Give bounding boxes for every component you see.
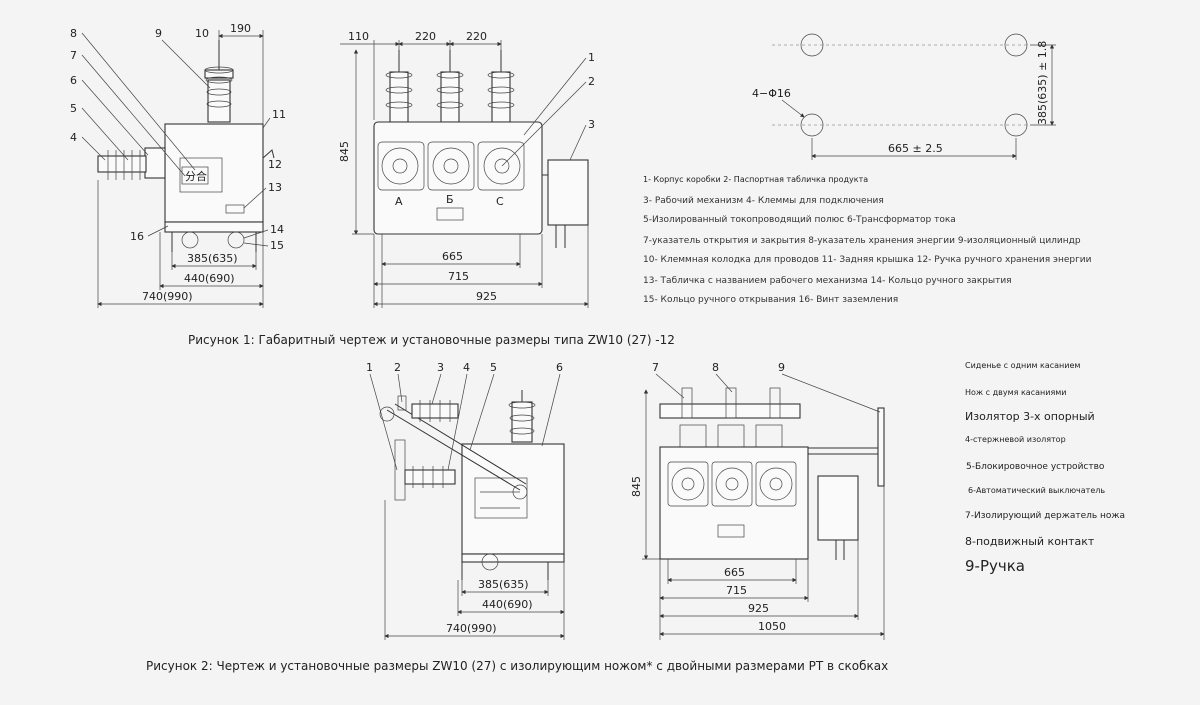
fig2-dim-715: 715 [726,584,747,597]
callout-7: 7 [70,49,77,62]
fig2-side-view: 385(635) 440(690) 740(990) 1 2 3 4 5 6 [366,361,565,640]
callout-10: 10 [195,27,209,40]
dim-925: 925 [476,290,497,303]
fig1-legend-line-6: 13- Табличка с названием рабочего механи… [643,276,1012,286]
fig2-callout-1: 1 [366,361,373,374]
fig2-dim-385-635: 385(635) [478,578,529,591]
dim-110: 110 [348,30,369,43]
fig2-legend-line-7: 7-Изолирующий держатель ножа [965,511,1125,521]
fig1-legend: 1- Корпус коробки 2- Паспортная табличка… [643,175,1092,305]
fig2-callout-5: 5 [490,361,497,374]
callout-11: 11 [272,108,286,121]
fig1-legend-line-7: 15- Кольцо ручного открывания 16- Винт з… [643,295,898,305]
fig2-callout-3: 3 [437,361,444,374]
fig2-legend-line-8: 8-подвижный контакт [965,535,1095,548]
dim-385-635: 385(635) [187,252,238,265]
fig2-callout-7: 7 [652,361,659,374]
mount-dim-vertical: 385(635) ± 1.8 [1036,41,1049,125]
fig1-mounting-plan: 4−Φ16 665 ± 2.5 385(635) ± 1.8 [752,33,1056,160]
fig1-side-callouts: 8 7 6 5 4 9 10 11 12 13 14 15 16 [70,27,286,252]
phase-a-label: А [395,195,403,208]
dim-740-990: 740(990) [142,290,193,303]
dim-220-a: 220 [415,30,436,43]
fig1-legend-line-1: 1- Корпус коробки 2- Паспортная табличка… [643,175,868,184]
callout-15: 15 [270,239,284,252]
callout-6: 6 [70,74,77,87]
fig2-legend-line-4: 4-стержневой изолятор [965,435,1066,444]
callout-16: 16 [130,230,144,243]
fig2-dim-740-990: 740(990) [446,622,497,635]
callout-4: 4 [70,131,77,144]
callout-8: 8 [70,27,77,40]
fig1-legend-line-4: 7-указатель открытия и закрытия 8-указат… [643,236,1081,246]
fig2-dim-925: 925 [748,602,769,615]
callout-1: 1 [588,51,595,64]
mount-dim-horizontal: 665 ± 2.5 [888,142,943,155]
fig2-side-callouts: 1 2 3 4 5 6 [366,361,563,471]
dim-845: 845 [338,141,351,162]
switch-indicator-label: 分合 [185,169,207,183]
fig2-legend-line-9: 9-Ручка [965,557,1025,575]
fig1-front-view: А Б С 110 220 220 845 665 715 925 [338,30,595,308]
dim-665: 665 [442,250,463,263]
phase-b-label: Б [446,193,454,206]
dim-715: 715 [448,270,469,283]
fig1-caption: Рисунок 1: Габаритный чертеж и установоч… [188,333,675,347]
fig2-caption: Рисунок 2: Чертеж и установочные размеры… [146,659,888,673]
fig2-callout-4: 4 [463,361,470,374]
callout-2: 2 [588,75,595,88]
callout-9: 9 [155,27,162,40]
fig2-dim-1050: 1050 [758,620,786,633]
fig2-legend-line-6: 6-Автоматический выключатель [968,486,1105,495]
callout-12: 12 [268,158,282,171]
callout-13: 13 [268,181,282,194]
fig2-legend-line-5: 5-Блокировочное устройство [966,462,1105,472]
mount-hole-label: 4−Φ16 [752,87,791,100]
fig2-front-view: 845 665 715 925 1050 7 8 9 [630,361,885,640]
fig2-legend-line-2: Нож с двумя касаниями [965,388,1066,397]
fig2-dim-665: 665 [724,566,745,579]
fig2-callout-2: 2 [394,361,401,374]
fig1-legend-line-2: 3- Рабочий механизм 4- Клеммы для подклю… [643,196,884,206]
fig2-dim-440-690: 440(690) [482,598,533,611]
fig2-legend: Сиденье с одним касанием Нож с двумя кас… [965,361,1125,575]
callout-3: 3 [588,118,595,131]
fig1-legend-line-3: 5-Изолированный токопроводящий полюс 6-Т… [643,215,956,225]
fig1-side-view: 分合 190 385(635) 440(690) 740(99 [70,22,286,308]
fig2-callout-8: 8 [712,361,719,374]
fig2-legend-line-1: Сиденье с одним касанием [965,361,1080,370]
fig2-callout-6: 6 [556,361,563,374]
fig2-dim-845: 845 [630,476,643,497]
fig2-legend-line-3: Изолятор 3-х опорный [965,410,1095,423]
callout-14: 14 [270,223,284,236]
fig1-legend-line-5: 10- Клеммная колодка для проводов 11- За… [643,255,1092,265]
dim-190: 190 [230,22,251,35]
phase-c-label: С [496,195,504,208]
fig2-callout-9: 9 [778,361,785,374]
dim-440-690: 440(690) [184,272,235,285]
callout-5: 5 [70,102,77,115]
dim-220-b: 220 [466,30,487,43]
